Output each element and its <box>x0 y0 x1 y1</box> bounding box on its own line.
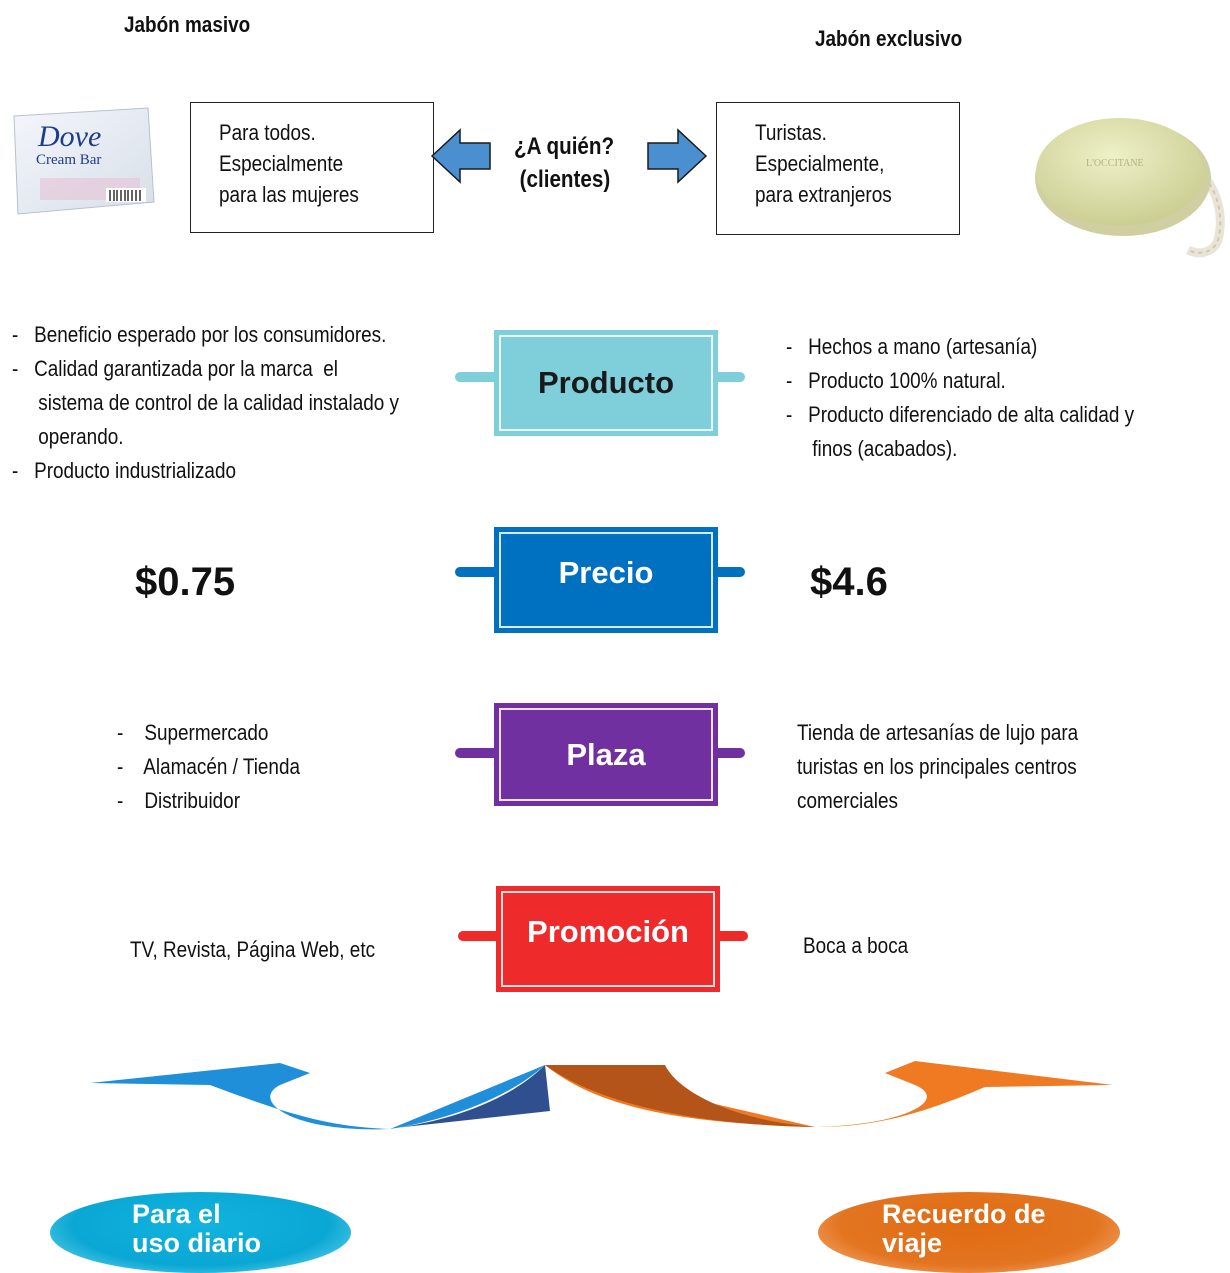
producto-right-item: - Producto diferenciado de alta calidad … <box>786 402 1135 427</box>
producto-right-list: - Hechos a mano (artesanía) - Producto 1… <box>786 330 1134 466</box>
question-line-2: (clientes) <box>519 166 611 193</box>
daily-use-ellipse: Para el uso diario <box>50 1192 351 1273</box>
plaza-box-border <box>499 708 713 801</box>
precio-right-value: $4.6 <box>810 560 888 604</box>
producto-left-list: - Beneficio esperado por los consumidore… <box>12 318 399 488</box>
target-mass-line-2: Especialmente <box>219 151 344 176</box>
target-mass-line-1: Para todos. <box>219 120 316 145</box>
daily-use-line-1: Para el <box>132 1199 221 1229</box>
dove-soap-image: Dove Cream Bar <box>10 106 155 216</box>
plaza-box: Plaza <box>494 703 718 806</box>
target-box-exclusive: Turistas. Especialmente, para extranjero… <box>716 102 960 235</box>
mass-soap-title: Jabón masivo <box>124 12 251 37</box>
plaza-left-item: - Supermercado <box>117 720 269 745</box>
target-exclusive-line-1: Turistas. <box>755 120 827 145</box>
plaza-right-line: turistas en los principales centros <box>797 754 1077 779</box>
precio-label: Precio <box>558 555 654 590</box>
exclusive-soap-title: Jabón exclusivo <box>815 26 963 51</box>
target-mass-line-3: para las mujeres <box>219 182 359 207</box>
promocion-right-text: Boca a boca <box>803 933 909 958</box>
dove-subtitle-text: Cream Bar <box>36 152 101 168</box>
target-exclusive-line-3: para extranjeros <box>755 182 892 207</box>
promocion-box-border <box>501 891 715 987</box>
producto-left-item: operando. <box>12 424 124 449</box>
plaza-left-list: - Supermercado - Alamacén / Tienda - Dis… <box>117 716 300 818</box>
plaza-left-item: - Alamacén / Tienda <box>117 754 300 779</box>
travel-souvenir-line-2: viaje <box>882 1228 943 1258</box>
target-exclusive-line-2: Especialmente, <box>755 151 885 176</box>
question-who: ¿A quién? (clientes) <box>514 130 614 196</box>
plaza-label: Plaza <box>566 736 646 772</box>
split-arrows-graphic <box>90 1061 1113 1130</box>
precio-left-value: $0.75 <box>135 560 236 604</box>
promocion-left-text: TV, Revista, Página Web, etc <box>130 937 376 962</box>
target-box-mass: Para todos. Especialmente para las mujer… <box>190 102 434 233</box>
producto-right-item: - Producto 100% natural. <box>786 368 1006 393</box>
question-line-1: ¿A quién? <box>514 133 615 160</box>
left-arrow-icon <box>430 128 491 184</box>
producto-left-item: - Producto industrializado <box>12 458 237 483</box>
plaza-right-line: comerciales <box>797 788 898 813</box>
producto-right-item: - Hechos a mano (artesanía) <box>786 334 1038 359</box>
occitane-soap-image: L'OCCITANE <box>1028 100 1228 260</box>
plaza-left-item: - Distribuidor <box>117 788 241 813</box>
dove-logo-text: Dove <box>37 120 101 153</box>
producto-left-item: - Calidad garantizada por la marca el <box>12 356 339 381</box>
promocion-label: Promoción <box>527 914 689 949</box>
producto-left-item: sistema de control de la calidad instala… <box>12 390 400 415</box>
travel-souvenir-line-1: Recuerdo de <box>882 1199 1046 1229</box>
precio-box-border <box>499 532 713 628</box>
daily-use-line-2: uso diario <box>132 1228 262 1258</box>
occitane-logo-text: L'OCCITANE <box>1086 158 1144 169</box>
producto-box: Producto <box>494 330 718 436</box>
precio-box: Precio <box>494 527 718 633</box>
producto-label: Producto <box>537 365 675 400</box>
right-arrow-icon <box>647 128 708 184</box>
producto-left-item: - Beneficio esperado por los consumidore… <box>12 322 387 347</box>
plaza-right-line: Tienda de artesanías de lujo para <box>797 720 1079 745</box>
plaza-right-list: Tienda de artesanías de lujo para turist… <box>797 716 1078 818</box>
promocion-box: Promoción <box>496 886 720 992</box>
producto-box-border <box>499 335 713 431</box>
producto-right-item: finos (acabados). <box>786 436 958 461</box>
travel-souvenir-ellipse: Recuerdo de viaje <box>818 1192 1120 1273</box>
